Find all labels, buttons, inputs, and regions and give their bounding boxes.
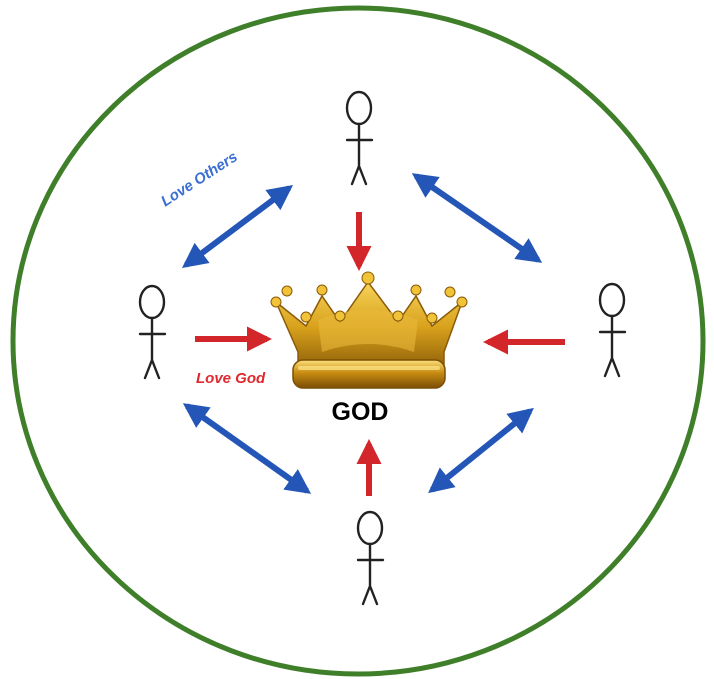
arrow-love-others-top-right <box>411 173 543 263</box>
arrow-love-others-top-left <box>181 184 294 269</box>
love-god-label: Love God <box>196 370 266 387</box>
crown-icon <box>270 271 468 389</box>
god-label: GOD <box>331 398 389 426</box>
arrow-love-others-bottom-left <box>182 403 312 494</box>
arrow-love-others-bottom-right <box>428 407 534 494</box>
